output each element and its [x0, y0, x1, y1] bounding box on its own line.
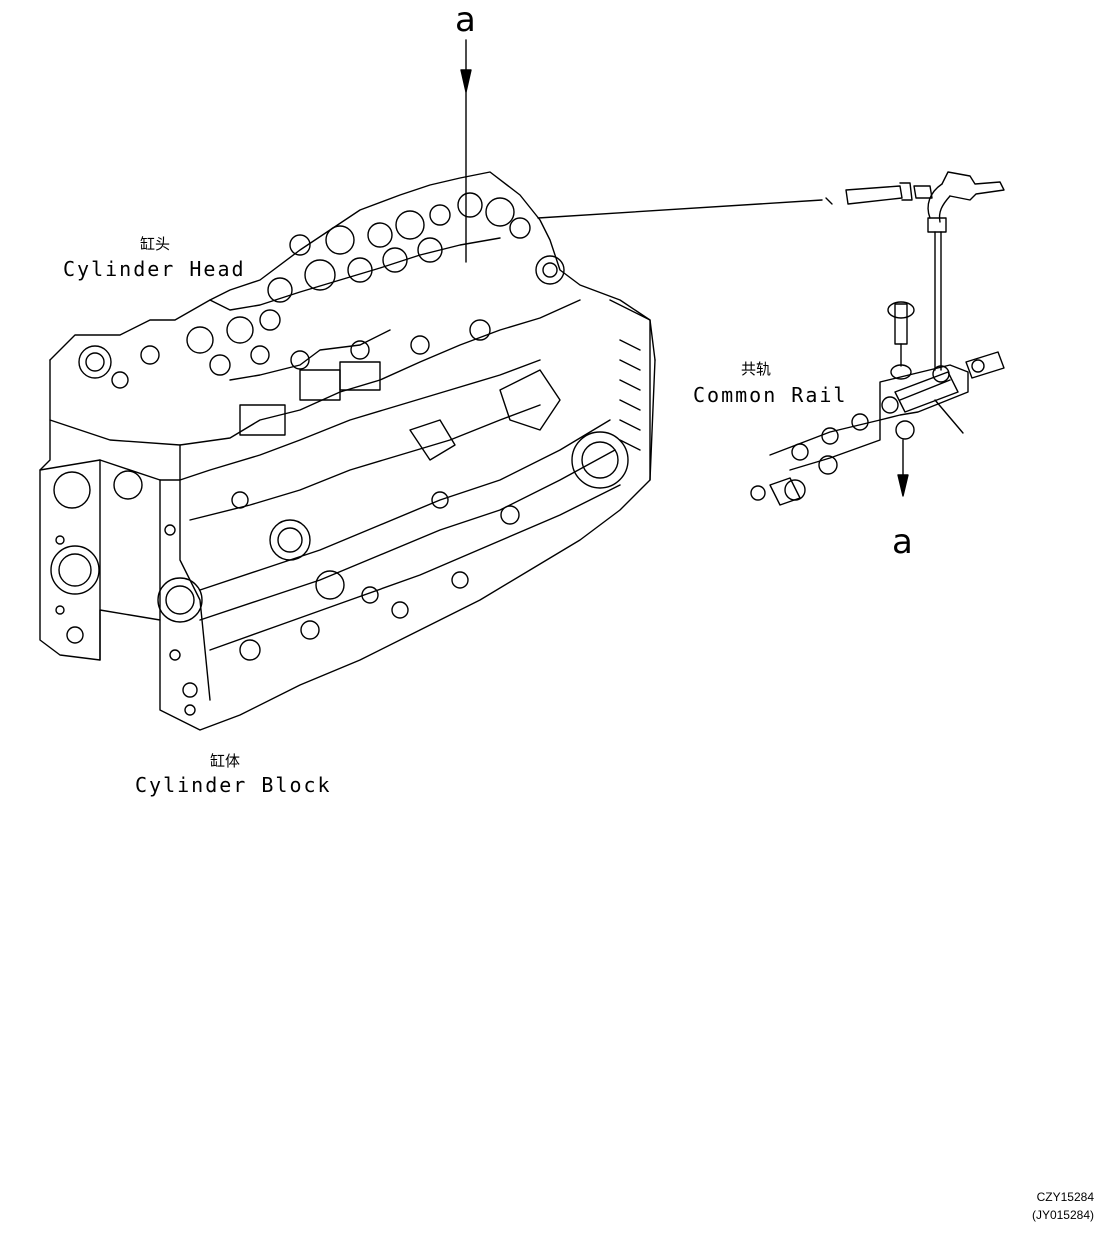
injector-pipe-drawing [537, 171, 1005, 371]
common-rail-drawing [750, 301, 1005, 506]
cylinder-block-label-cn: 缸体 [210, 752, 241, 770]
cylinder-head-label-en: Cylinder Head [63, 257, 246, 281]
reference-label-top: a [455, 0, 476, 40]
cylinder-block-label-en: Cylinder Block [135, 773, 332, 797]
common-rail-label-cn: 共轨 [741, 360, 772, 378]
cylinder-head-drawing [49, 171, 656, 481]
reference-label-right: a [892, 522, 913, 562]
common-rail-label-en: Common Rail [693, 383, 848, 407]
drawing-code-primary: CZY15284 [1036, 1190, 1094, 1204]
cylinder-block-drawing [39, 299, 656, 731]
reference-arrow-top [460, 39, 472, 263]
cylinder-head-label-cn: 缸头 [140, 235, 171, 253]
drawing-code-secondary: (JY015284) [1031, 1208, 1094, 1222]
